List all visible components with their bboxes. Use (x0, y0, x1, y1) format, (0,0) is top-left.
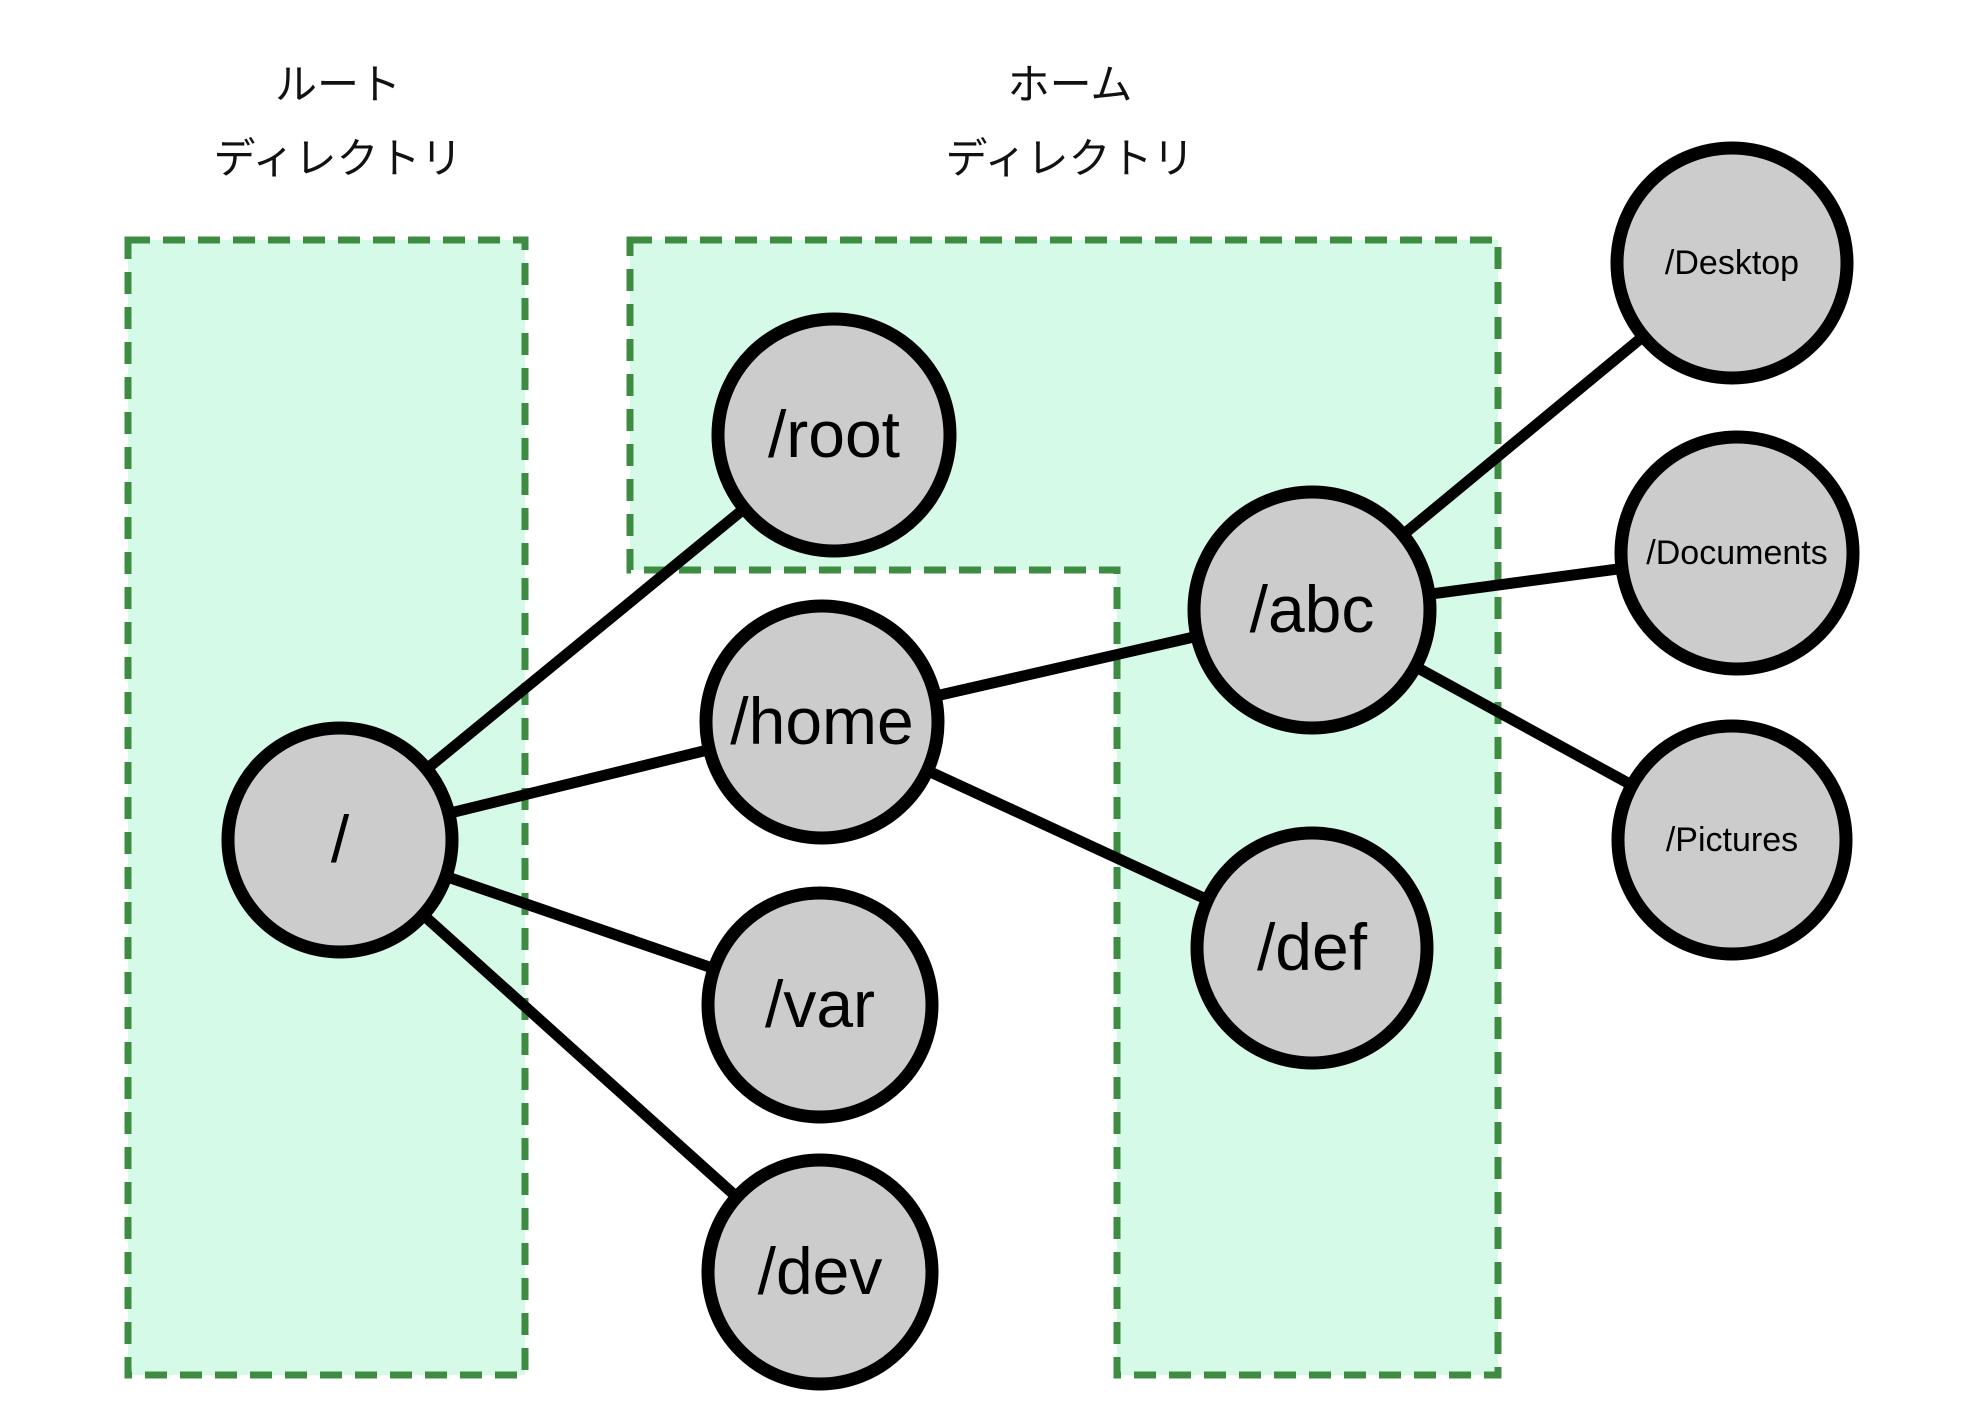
node-dev (701, 1153, 939, 1391)
node-label-var: /var (765, 967, 875, 1041)
node-desktop (1610, 141, 1854, 385)
node-var (701, 886, 939, 1124)
node-label-root: /root (768, 397, 900, 471)
node-home (699, 599, 945, 845)
node-label-slash: / (331, 802, 350, 876)
node-pictures (1611, 719, 1853, 961)
home-directory-label: ホーム ディレクトリ (945, 48, 1194, 196)
root-directory-label: ルート ディレクトリ (213, 48, 462, 196)
home-directory-label-line2: ディレクトリ (945, 135, 1195, 182)
node-label-home: /home (730, 684, 913, 758)
home-directory-label-line1: ホーム (1007, 61, 1133, 108)
root-directory-label-line1: ルート (274, 61, 401, 108)
node-abc (1187, 485, 1437, 735)
node-slash (221, 721, 459, 959)
node-def (1190, 826, 1434, 1070)
node-label-documents: /Documents (1646, 534, 1827, 572)
node-documents (1614, 430, 1860, 676)
node-root (711, 312, 957, 558)
node-label-dev: /dev (758, 1234, 883, 1308)
root-directory-label-line2: ディレクトリ (213, 135, 463, 182)
node-label-desktop: /Desktop (1665, 244, 1799, 282)
node-label-abc: /abc (1250, 572, 1375, 646)
node-label-pictures: /Pictures (1666, 821, 1798, 859)
node-label-def: /def (1257, 910, 1368, 984)
